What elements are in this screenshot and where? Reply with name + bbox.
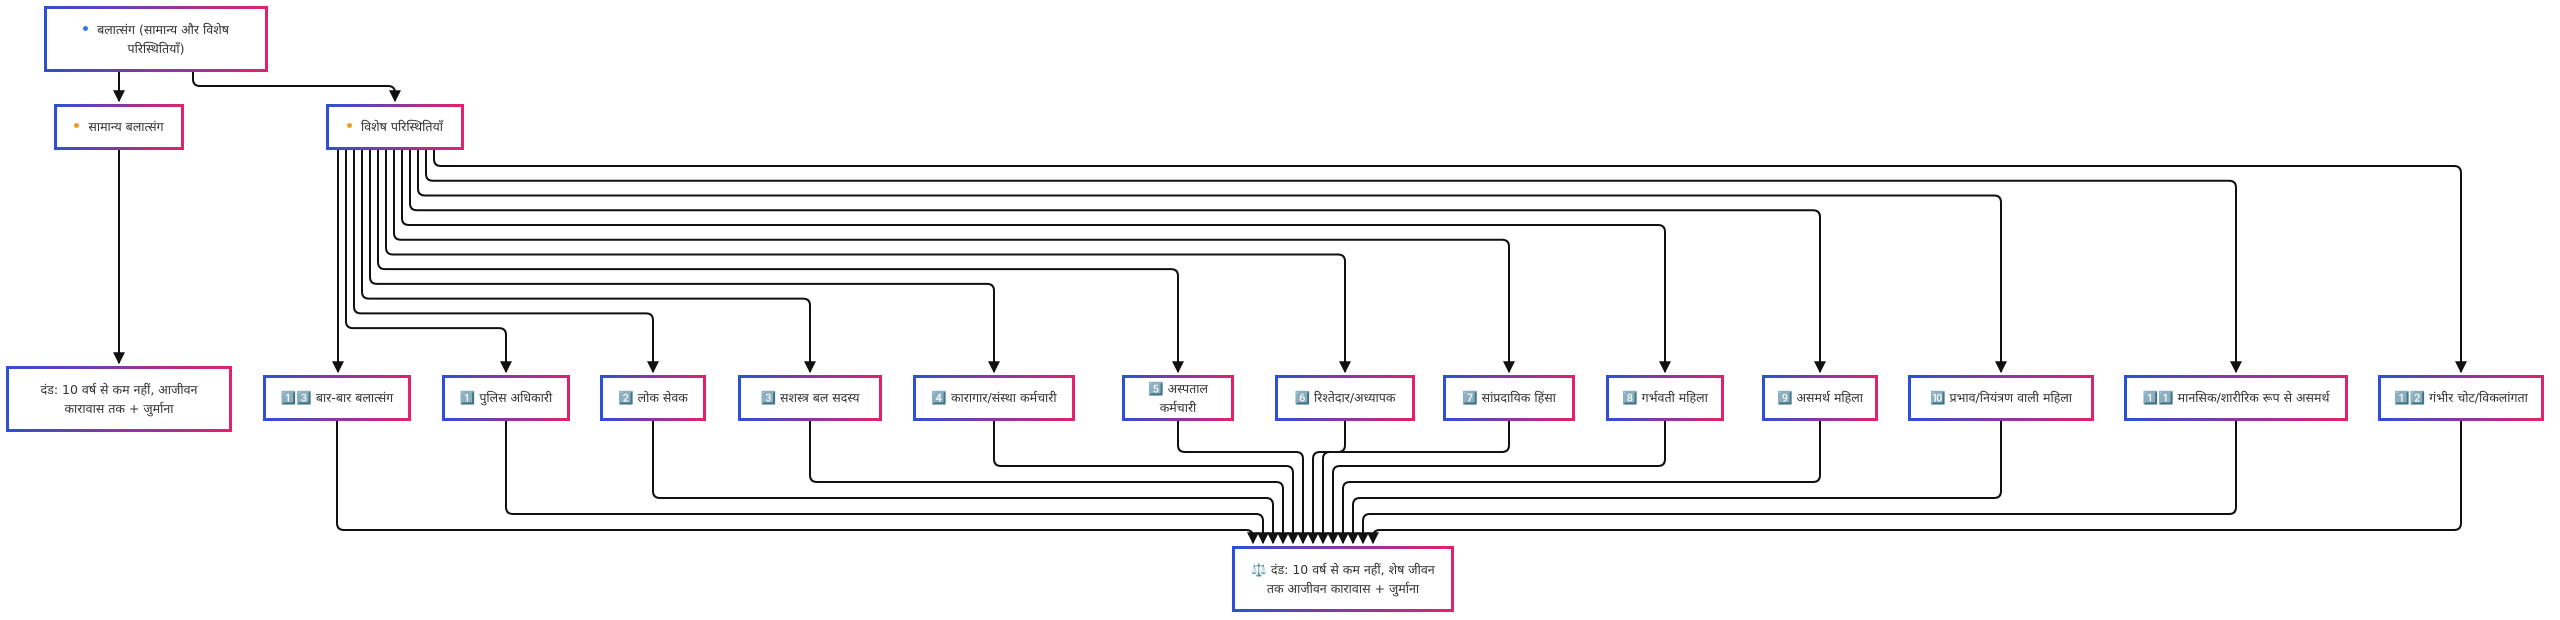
connector-arrow <box>505 421 1269 545</box>
root-node[interactable]: बलात्संग (सामान्य और विशेष परिस्थितियाँ) <box>44 6 268 72</box>
connector-arrow <box>1177 421 1309 545</box>
connector-arrow <box>393 150 1515 374</box>
orange-dot-icon <box>74 123 80 129</box>
circumstance-node[interactable]: 2️⃣ लोक सेवक <box>600 375 706 421</box>
circumstance-label: 2️⃣ लोक सेवक <box>618 390 688 406</box>
circumstance-node[interactable]: 8️⃣ गर्भवती महिला <box>1606 375 1724 421</box>
connector-arrow <box>192 72 401 103</box>
circumstance-label: 7️⃣ सांप्रदायिक हिंसा <box>1462 390 1556 406</box>
circumstance-label: 8️⃣ गर्भवती महिला <box>1622 390 1708 406</box>
connector-arrow <box>993 421 1299 545</box>
special-penalty-node[interactable]: ⚖️ दंड: 10 वर्ष से कम नहीं, शेष जीवन तक … <box>1232 546 1454 612</box>
connector-arrow <box>336 421 1259 545</box>
connector-arrow <box>369 150 1000 374</box>
circumstance-node[interactable]: 1️⃣3️⃣ बार-बार बलात्संग <box>263 375 411 421</box>
circumstance-label: 🔟 प्रभाव/नियंत्रण वाली महिला <box>1929 390 2073 406</box>
circumstance-node[interactable]: 6️⃣ रिश्तेदार/अध्यापक <box>1275 375 1415 421</box>
connector-arrow <box>652 421 1279 545</box>
circumstance-label: 3️⃣ सशस्त्र बल सदस्य <box>760 390 860 406</box>
circumstance-node[interactable]: 1️⃣1️⃣ मानसिक/शारीरिक रूप से असमर्थ <box>2124 375 2348 421</box>
circumstance-node[interactable]: 1️⃣2️⃣ गंभीर चोट/विकलांगता <box>2378 375 2544 421</box>
circumstance-label: 9️⃣ असमर्थ महिला <box>1776 390 1864 406</box>
special-penalty-text: ⚖️ दंड: 10 वर्ष से कम नहीं, शेष जीवन तक … <box>1251 561 1435 596</box>
connector-arrow <box>361 150 816 374</box>
root-label: बलात्संग (सामान्य और विशेष परिस्थितियाँ) <box>97 21 229 56</box>
connector-arrow <box>409 150 1826 374</box>
connector-arrow <box>809 421 1289 545</box>
general-rape-label: सामान्य बलात्संग <box>88 119 164 135</box>
circumstance-label: 4️⃣ कारागार/संस्था कर्मचारी <box>931 390 1057 406</box>
general-rape-node[interactable]: सामान्य बलात्संग <box>54 104 184 150</box>
circumstance-node[interactable]: 9️⃣ असमर्थ महिला <box>1762 375 1878 421</box>
connector-arrow <box>433 150 2467 374</box>
special-circumstances-label: विशेष परिस्थितियाँ <box>360 119 444 135</box>
orange-dot-icon <box>346 123 352 129</box>
circumstance-label: 5️⃣ अस्पताल कर्मचारी <box>1148 380 1208 415</box>
circumstance-node[interactable]: 1️⃣ पुलिस अधिकारी <box>442 375 570 421</box>
connector-arrow <box>1367 421 2462 545</box>
connector-arrow <box>425 150 2242 374</box>
special-circumstances-node[interactable]: विशेष परिस्थितियाँ <box>326 104 464 150</box>
connector-arrow <box>353 150 659 374</box>
circumstance-node[interactable]: 7️⃣ सांप्रदायिक हिंसा <box>1443 375 1575 421</box>
circumstance-label: 1️⃣1️⃣ मानसिक/शारीरिक रूप से असमर्थ <box>2142 390 2330 406</box>
connector-arrow <box>401 150 1671 374</box>
connector-arrow <box>377 150 1184 374</box>
circumstance-node[interactable]: 5️⃣ अस्पताल कर्मचारी <box>1122 375 1234 421</box>
general-penalty-node[interactable]: दंड: 10 वर्ष से कम नहीं, आजीवन कारावास त… <box>6 366 232 432</box>
circumstance-node[interactable]: 4️⃣ कारागार/संस्था कर्मचारी <box>913 375 1075 421</box>
connector-arrow <box>1307 421 1346 545</box>
general-penalty-text: दंड: 10 वर्ष से कम नहीं, आजीवन कारावास त… <box>40 381 198 416</box>
circumstance-label: 6️⃣ रिश्तेदार/अध्यापक <box>1294 390 1396 406</box>
connector-arrow <box>1327 421 1666 545</box>
circumstance-node[interactable]: 🔟 प्रभाव/नियंत्रण वाली महिला <box>1908 375 2094 421</box>
connector-arrow <box>1317 421 1510 545</box>
blue-dot-icon <box>83 25 89 31</box>
circumstance-label: 1️⃣ पुलिस अधिकारी <box>459 390 553 406</box>
circumstance-label: 1️⃣3️⃣ बार-बार बलात्संग <box>280 390 394 406</box>
connector-arrow <box>1347 421 2002 545</box>
connector-arrow <box>1337 421 1821 545</box>
connector-arrow <box>385 150 1351 374</box>
connector-arrow <box>345 150 512 374</box>
connector-arrow <box>1357 421 2237 545</box>
connector-arrow <box>417 150 2007 374</box>
circumstance-label: 1️⃣2️⃣ गंभीर चोट/विकलांगता <box>2394 390 2528 406</box>
circumstance-node[interactable]: 3️⃣ सशस्त्र बल सदस्य <box>738 375 882 421</box>
